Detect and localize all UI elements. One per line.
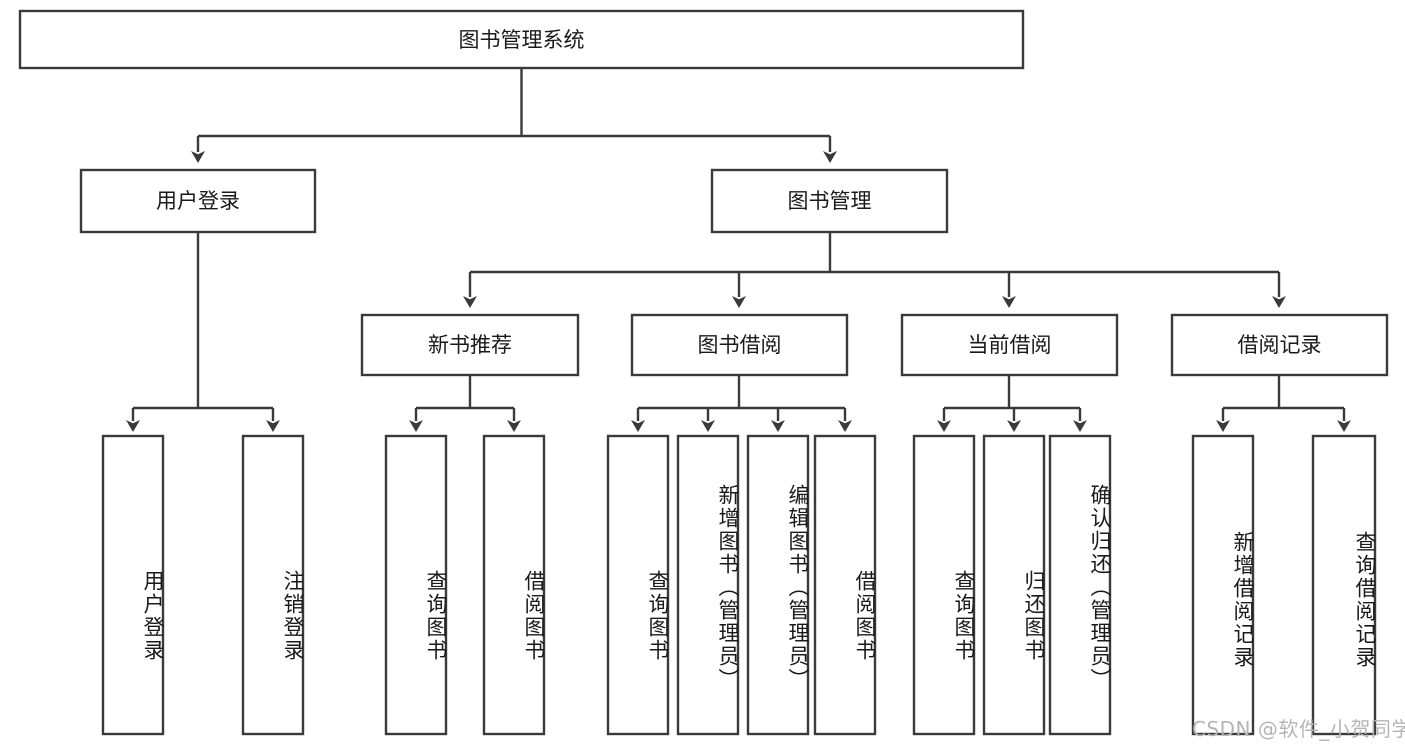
leaf-return-books-box[interactable] [982,434,1046,736]
node-borrow-record[interactable]: 借阅记录 [1170,313,1389,377]
node-book-management[interactable]: 图书管理 [710,168,949,234]
leaf-query-borrow-record-box[interactable] [1311,434,1377,736]
node-user-login-label: 用户登录 [156,189,240,213]
node-book-borrow-label: 图书借阅 [698,333,782,357]
node-current-borrow-box[interactable] [900,313,1119,377]
node-borrow-record-label: 借阅记录 [1238,333,1322,357]
node-current-borrow[interactable]: 当前借阅 [900,313,1119,377]
node-book-management-box[interactable] [710,168,949,234]
csdn-watermark: CSDN @软件_小贺同学 [1192,717,1405,741]
leaf-confirm-return-admin-box[interactable] [1048,434,1112,736]
node-borrow-record-box[interactable] [1170,313,1389,377]
node-new-book-recommend-label: 新书推荐 [428,333,512,357]
node-new-book-recommend-box[interactable] [360,313,580,377]
leaf-add-book-admin-box[interactable] [676,434,740,736]
node-root[interactable]: 图书管理系统 [18,9,1025,70]
leaf-add-borrow-record-box[interactable] [1191,434,1255,736]
leaf-box-group [101,434,1377,736]
node-new-book-recommend[interactable]: 新书推荐 [360,313,580,377]
node-book-management-label: 图书管理 [788,189,872,213]
leaf-query-books-borrow-box[interactable] [606,434,670,736]
leaf-borrow-books-box[interactable] [813,434,877,736]
leaf-logout-box[interactable] [241,434,305,736]
leaf-query-books-recommend-box[interactable] [384,434,448,736]
leaf-user-login-box[interactable] [101,434,165,736]
node-root-label: 图书管理系统 [459,28,585,52]
connector-group [126,68,1351,432]
node-user-login[interactable]: 用户登录 [79,168,317,234]
node-user-login-box[interactable] [79,168,317,234]
node-book-borrow[interactable]: 图书借阅 [630,313,849,377]
leaf-query-books-current-box[interactable] [912,434,976,736]
leaf-edit-book-admin-box[interactable] [746,434,810,736]
leaf-borrow-books-recommend-box[interactable] [482,434,546,736]
node-book-borrow-box[interactable] [630,313,849,377]
node-current-borrow-label: 当前借阅 [968,333,1052,357]
node-root-box[interactable] [18,9,1025,70]
